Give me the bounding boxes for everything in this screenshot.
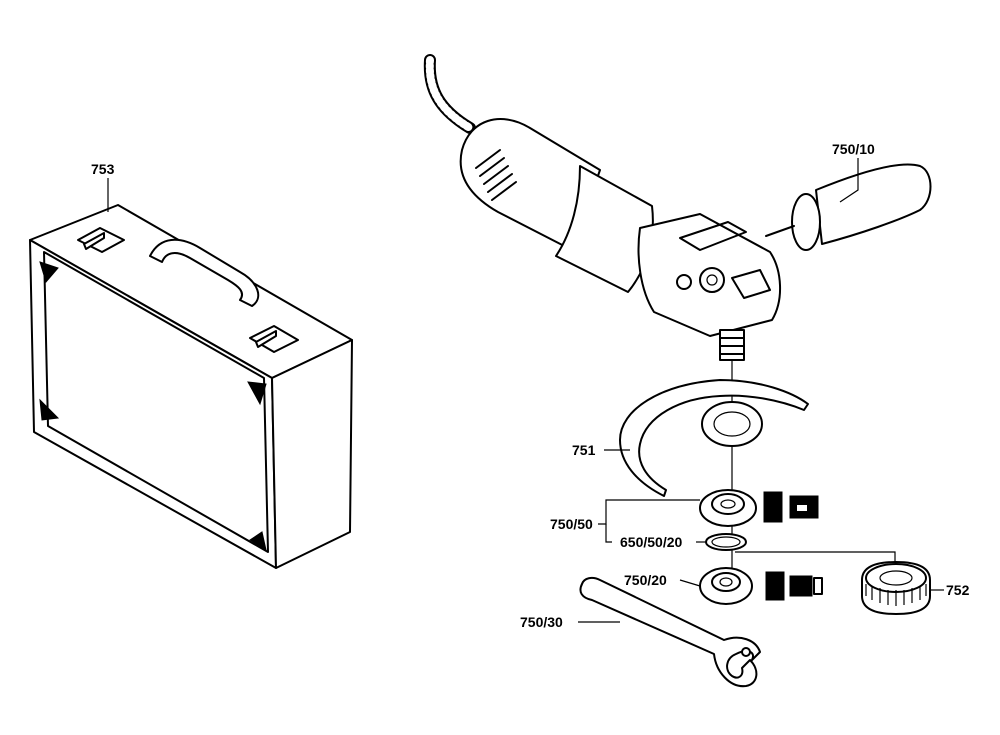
- part-label-spanner: 750/30: [520, 614, 563, 630]
- leader-750-50: [598, 499, 700, 525]
- part-label-quick-nut: 752: [946, 582, 970, 598]
- clamp-nut-detail: [765, 571, 823, 601]
- part-label-flange-set: 750/50: [550, 516, 593, 532]
- leader-750-20: [679, 579, 701, 587]
- leader-750-10: [839, 158, 859, 203]
- part-label-clamp-nut: 750/20: [624, 572, 667, 588]
- mounting-flange: [699, 489, 757, 551]
- flange-detail: [763, 491, 819, 523]
- wheel-guard: [619, 379, 809, 497]
- part-label-case: 753: [91, 161, 115, 177]
- part-label-aux-handle: 750/10: [832, 141, 875, 157]
- leader-650-50-20-bracket: [605, 524, 612, 543]
- quick-clamp-nut: [861, 561, 931, 615]
- angle-grinder: [423, 54, 932, 361]
- clamp-nut: [699, 567, 753, 605]
- part-label-o-ring: 650/50/20: [620, 534, 683, 550]
- carrying-case: [29, 204, 353, 569]
- part-label-guard: 751: [572, 442, 596, 458]
- pin-spanner: [579, 576, 761, 688]
